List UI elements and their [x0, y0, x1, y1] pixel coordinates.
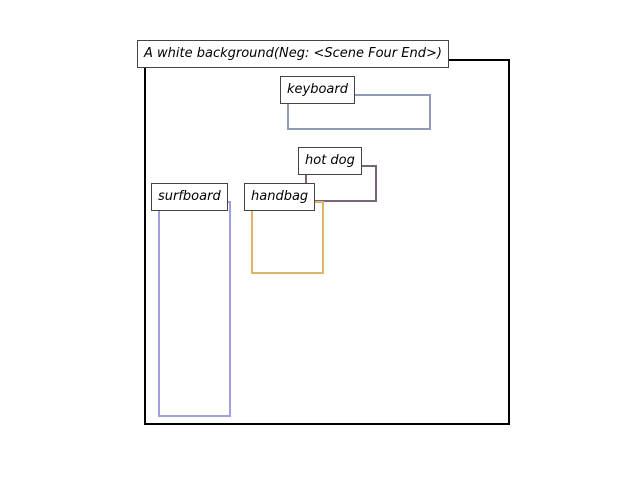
surfboard-label: surfboard	[151, 183, 228, 211]
keyboard-label: keyboard	[280, 76, 355, 104]
handbag-label: handbag	[244, 183, 316, 211]
hot-dog-label: hot dog	[298, 147, 362, 175]
keyboard-box	[287, 94, 431, 130]
handbag-box	[251, 201, 324, 274]
scene-title: A white background(Neg: <Scene Four End>…	[137, 40, 449, 68]
surfboard-box	[158, 201, 231, 417]
